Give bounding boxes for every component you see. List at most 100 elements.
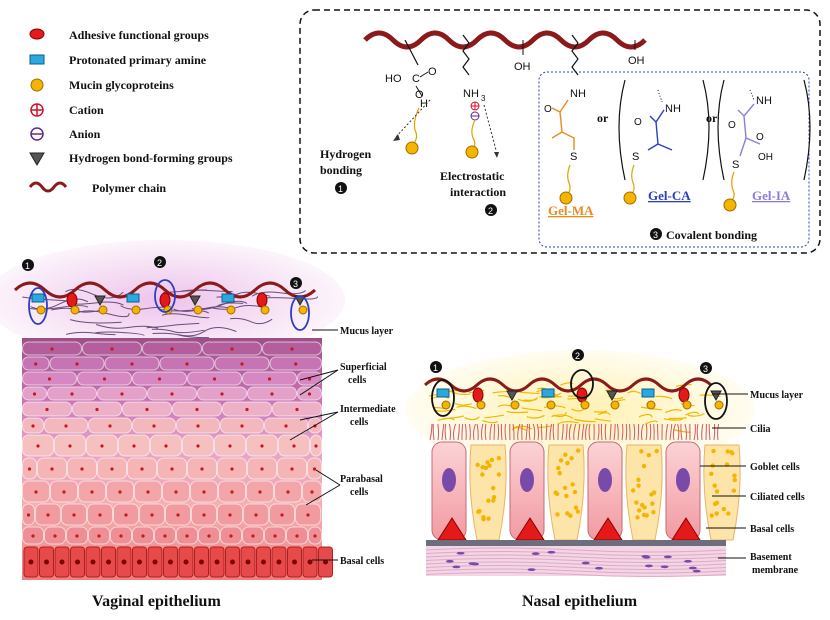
- mucus-strand: [456, 405, 477, 410]
- nas-goblet-label: Goblet cells: [750, 462, 800, 473]
- mucus-strand: [668, 417, 687, 420]
- cell-nucleus: [53, 534, 57, 538]
- mucus-strand: [685, 411, 700, 416]
- cell-nucleus: [258, 490, 262, 494]
- cilium: [448, 423, 451, 441]
- covalent-box: [538, 71, 810, 248]
- cell-nucleus: [157, 377, 162, 381]
- cell-nucleus: [152, 559, 158, 565]
- cell-nucleus: [260, 444, 264, 448]
- cilium: [613, 423, 616, 441]
- cell-nucleus: [185, 534, 189, 538]
- fibroblast-nucleus: [471, 562, 480, 566]
- mucus-strand: [482, 419, 499, 424]
- mucus-strand: [560, 382, 574, 386]
- cell-nucleus: [62, 490, 66, 494]
- mucin-icon: [98, 305, 108, 315]
- nas-badge-3: [700, 362, 712, 374]
- cell-nucleus: [34, 490, 38, 494]
- cilium: [616, 423, 619, 441]
- mucin-granule: [712, 501, 718, 507]
- mechanism-panel: HO C O O H Hydrogen bonding 1 NH 3: [299, 9, 821, 254]
- cell-nucleus: [170, 467, 174, 471]
- cell-nucleus: [97, 534, 101, 538]
- cilium: [437, 423, 440, 441]
- hydrogen-bonding-label: Hydrogen: [320, 147, 371, 161]
- nasal-adhesive-groups: [436, 387, 724, 410]
- cell-nucleus: [312, 467, 317, 471]
- membrane-fiber: [425, 551, 727, 556]
- polymer-backbone: [363, 30, 647, 50]
- mucin-granule: [654, 448, 659, 454]
- membrane-fiber: [425, 568, 727, 574]
- cell-nucleus: [196, 424, 200, 428]
- vag-parabasal-label-2: cells: [350, 487, 368, 498]
- fibroblast-nucleus: [692, 569, 701, 573]
- basal-lamina: [426, 540, 726, 546]
- vag-superficial-label-2: cells: [348, 375, 366, 386]
- nasal-polymer-chain: [423, 377, 713, 393]
- cell-nucleus: [267, 377, 272, 381]
- cell-nucleus: [276, 559, 282, 565]
- mucus-strand: [512, 425, 533, 430]
- cilium: [645, 423, 648, 441]
- cilium: [597, 423, 600, 441]
- cell-nucleus: [295, 534, 299, 538]
- mucin-granule: [489, 457, 495, 463]
- cilium: [532, 423, 536, 441]
- mucus-strand: [65, 331, 116, 336]
- goblet-cell: [547, 444, 585, 541]
- mucin-granule: [565, 460, 570, 466]
- gel-ia-structure: NH O O OH S Gel-IA: [717, 79, 811, 212]
- cell-nucleus: [68, 444, 72, 448]
- fibroblast-nucleus: [527, 568, 536, 572]
- mucin-icon: [714, 400, 724, 410]
- or-1: or: [597, 111, 609, 125]
- cell-nucleus: [202, 490, 206, 494]
- cilium: [649, 423, 652, 441]
- cell-nucleus: [294, 362, 298, 366]
- mucus-strand: [151, 328, 205, 334]
- mucin-granule: [649, 492, 654, 497]
- chem-nh-ia: NH: [756, 95, 772, 107]
- chem-s-ia: S: [732, 159, 739, 171]
- badge-2-text: 2: [488, 206, 493, 216]
- vag-intermediate-label: Intermediate: [340, 404, 396, 415]
- mucus-strand: [594, 418, 611, 422]
- cell-nucleus: [442, 468, 456, 492]
- amine-icon: [126, 293, 140, 303]
- cilia: [429, 423, 720, 441]
- mucin-granule: [562, 485, 568, 491]
- cilium: [625, 423, 628, 441]
- cell-nucleus: [50, 467, 54, 471]
- cilium: [481, 423, 484, 441]
- cilium: [528, 423, 531, 441]
- cell-nucleus: [163, 534, 167, 538]
- cilium: [493, 423, 496, 441]
- chem-o-ia2: O: [756, 132, 764, 143]
- mucus-strand: [655, 395, 673, 400]
- mucin-granule: [496, 472, 502, 477]
- chem-o-ca: O: [634, 117, 642, 128]
- mucin-icon: [559, 191, 573, 205]
- gel-ca-structure: NH O S Gel-CA: [618, 79, 710, 205]
- cell-nucleus: [310, 490, 314, 494]
- mucin-icon: [623, 191, 637, 205]
- nas-cilia-label: Cilia: [750, 424, 771, 435]
- cell-nucleus: [195, 407, 199, 412]
- mucin-granule: [732, 477, 737, 483]
- cell-nucleus: [108, 424, 112, 428]
- or-2: or: [706, 111, 718, 125]
- gel-ma-label: Gel-MA: [548, 203, 594, 218]
- cilium: [640, 423, 644, 441]
- cell-nucleus: [141, 534, 145, 538]
- mucin-granule: [639, 449, 644, 454]
- mucin-granule: [732, 473, 737, 478]
- mucin-granule: [491, 498, 496, 503]
- mucin-granule: [635, 515, 640, 520]
- cell-nucleus: [32, 392, 37, 396]
- cell-nucleus: [245, 559, 251, 565]
- cell-nucleus: [520, 468, 534, 492]
- mucus-strand: [506, 410, 529, 414]
